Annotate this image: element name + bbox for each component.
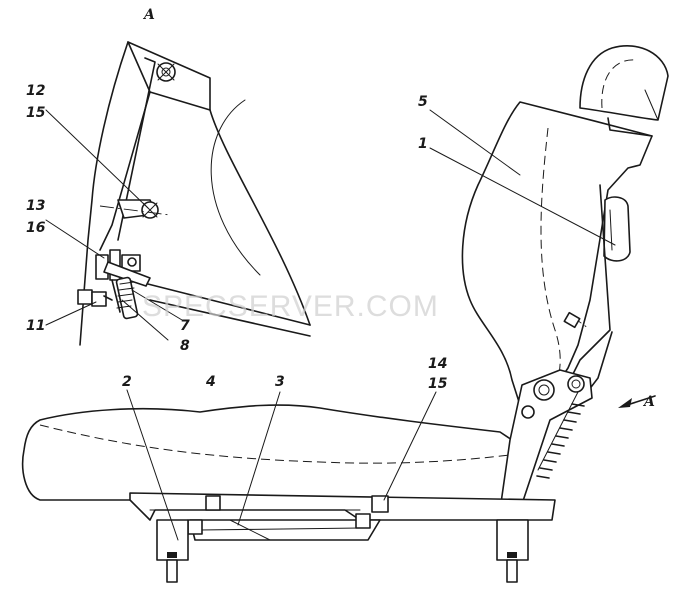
callout-4: 4 [205, 374, 216, 390]
backrest-handle-slot [603, 196, 631, 262]
callout-2: 2 [122, 374, 132, 390]
leader-lines [45, 109, 616, 541]
callout-16: 16 [26, 220, 46, 236]
base-frame [129, 492, 556, 521]
view-direction-arrow [618, 395, 656, 408]
headrest [579, 45, 669, 121]
detail-lower-edge-2 [149, 299, 311, 337]
labels: A A 12 15 13 16 11 7 8 5 1 2 4 3 14 15 S… [26, 7, 655, 410]
callout-11: 11 [26, 318, 45, 334]
rail-bolt-14 [371, 495, 389, 513]
detail-cushion-curve [210, 99, 261, 276]
callout-3: 3 [275, 374, 285, 390]
detail-bolt-middle [99, 199, 171, 219]
left-leg [156, 519, 189, 561]
callout-5: 5 [418, 94, 428, 110]
hinge-pivot [533, 379, 555, 401]
detail-frame-strip [117, 57, 156, 241]
callout-13: 13 [26, 198, 45, 214]
rail-bolt-mid [205, 495, 221, 511]
seat-base-rail [129, 492, 556, 583]
rail-bolt-left [187, 519, 203, 535]
backrest-outline [461, 101, 653, 406]
detail-seat-back [209, 109, 311, 326]
detail-bolt-top [156, 62, 176, 82]
callout-14: 14 [428, 356, 447, 372]
backrest-top-notch [607, 117, 653, 137]
detail-frame-inner [99, 91, 151, 251]
callout-12: 12 [26, 83, 45, 99]
hinge-bolt-right [567, 375, 585, 393]
callout-8: 8 [180, 338, 190, 354]
seat-cushion [21, 404, 516, 501]
callout-15-top: 15 [26, 105, 46, 121]
recline-spring [536, 391, 585, 479]
detail-lower-edge [139, 281, 311, 326]
right-leg [496, 519, 529, 561]
backrest-frame-member [569, 184, 611, 381]
hinge-bolt-lower [521, 405, 535, 419]
watermark: SPECSERVER.COM [142, 290, 439, 323]
cushion-hidden-line [39, 424, 511, 464]
detail-coil-spring [115, 276, 139, 320]
cushion-outline [21, 404, 516, 501]
callout-1: 1 [418, 136, 428, 152]
callout-15-bottom: 15 [428, 376, 448, 392]
headrest-hidden-line [601, 59, 637, 109]
view-arrow-a-label: A [642, 394, 655, 410]
backrest [461, 101, 653, 406]
headrest-outline [579, 45, 669, 121]
view-a-label: A [142, 7, 155, 23]
rail-bolt-right [355, 513, 371, 529]
detail-frame-edge [79, 41, 129, 346]
detail-bolt-lower [77, 289, 113, 307]
hinge-plate [499, 369, 593, 511]
callout-7: 7 [180, 318, 190, 334]
recline-hinge [499, 369, 593, 511]
detail-lock-mechanism [95, 249, 151, 313]
